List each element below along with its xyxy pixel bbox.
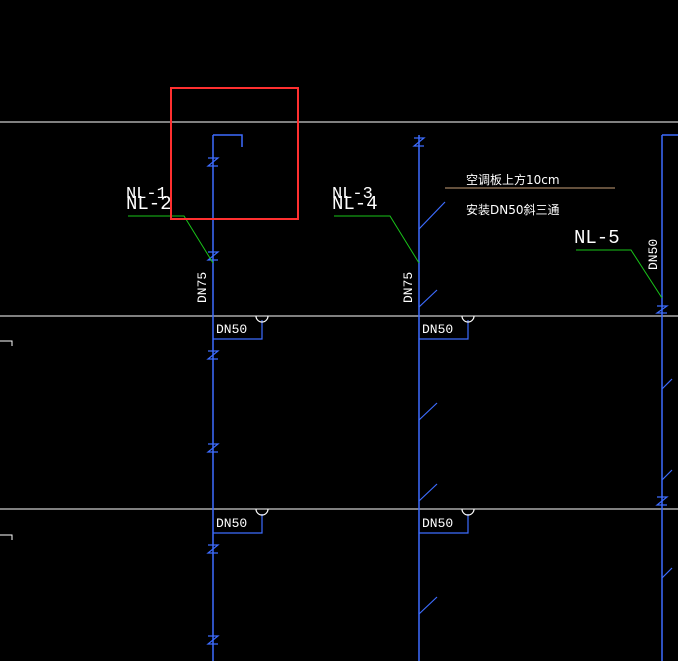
- pipe-risers: [212, 134, 678, 661]
- size-label-dn75: DN75: [401, 272, 416, 303]
- branch-outlets: [213, 320, 469, 534]
- size-label-dn75: DN75: [195, 272, 210, 303]
- note-text-line-2: 安装DN50斜三通: [466, 202, 560, 217]
- n-symbol: [206, 350, 220, 360]
- pipe-label-nl-5: NL-5: [574, 227, 620, 249]
- trap-symbol: [255, 315, 269, 323]
- highlight-selection-box[interactable]: [170, 87, 299, 220]
- n-symbol: [655, 496, 669, 506]
- branch-slant: [661, 378, 673, 390]
- pipe-label-nl-1: NL-1: [126, 185, 167, 204]
- n-symbol: [206, 635, 220, 645]
- branch-slants: [418, 201, 673, 615]
- n-symbol: [206, 157, 220, 167]
- n-symbol: [206, 443, 220, 453]
- branch-slant: [661, 469, 673, 481]
- branch-slant-tee: [418, 201, 446, 230]
- branch-slant: [418, 596, 438, 615]
- pipe-label-nl-3: NL-3: [332, 185, 373, 204]
- leader-nl-5: [576, 249, 663, 299]
- n-symbol: [412, 137, 426, 147]
- leader-nl-2: [128, 215, 214, 264]
- n-symbols: [206, 137, 669, 645]
- outlet-bracket: [213, 514, 263, 534]
- trap-symbol: [461, 508, 475, 516]
- outlet-bracket: [419, 320, 469, 340]
- edge-mark-lower: [0, 534, 13, 540]
- size-label-dn50: DN50: [422, 516, 453, 531]
- trap-symbols: [255, 315, 475, 516]
- outlet-bracket: [213, 320, 263, 340]
- branch-slant: [418, 289, 438, 308]
- edge-mark-upper: [0, 340, 13, 346]
- pipe-label-nl-2: NL-2: [126, 193, 172, 215]
- size-label-dn50: DN50: [216, 516, 247, 531]
- branch-slant: [418, 483, 438, 502]
- riser-nl-2-cap: [213, 134, 243, 147]
- note-text-line-1: 空调板上方10cm: [466, 172, 560, 187]
- size-label-dn50: DN50: [216, 322, 247, 337]
- leader-lines: [128, 215, 663, 299]
- left-edge-marks: [0, 340, 13, 540]
- outlet-bracket: [419, 514, 469, 534]
- branch-slant: [418, 402, 438, 421]
- n-symbol: [206, 544, 220, 554]
- floor-lines: [0, 121, 678, 510]
- pipe-label-nl-4: NL-4: [332, 193, 378, 215]
- n-symbol: [206, 251, 220, 261]
- n-symbol: [655, 305, 669, 314]
- trap-symbol: [255, 508, 269, 516]
- leader-nl-4: [334, 215, 420, 264]
- size-label-dn50: DN50: [422, 322, 453, 337]
- branch-slant: [661, 567, 673, 579]
- trap-symbol: [461, 315, 475, 323]
- size-label-dn50-vertical: DN50: [646, 239, 661, 270]
